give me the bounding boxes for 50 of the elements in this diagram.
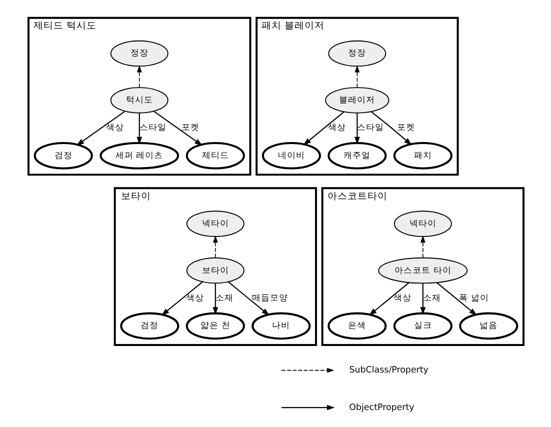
arrow	[212, 235, 218, 258]
node-ellipse: 네이비	[261, 142, 320, 170]
arrow	[420, 283, 426, 315]
node-ellipse: 넥타이	[186, 210, 244, 237]
node-ellipse: 블레이저	[324, 87, 389, 114]
edge-label: 소재	[422, 293, 441, 304]
arrow	[436, 282, 476, 316]
node-ellipse: 세퍼 레이츠	[99, 142, 179, 170]
arrow	[420, 235, 425, 258]
node-ellipse: 정장	[110, 40, 168, 67]
node-ellipse: 넥타이	[393, 210, 452, 237]
node-ellipse: 캐주얼	[327, 142, 386, 170]
arrow	[212, 283, 218, 315]
arrow	[354, 113, 360, 145]
edge-label: 색상	[106, 123, 124, 134]
arrow	[136, 113, 142, 145]
node-ellipse: 아스코트 타이	[378, 257, 468, 284]
edge-label: 스타일	[356, 123, 384, 134]
edge-label: 색상	[393, 293, 412, 304]
node-ellipse: 검정	[33, 142, 92, 170]
node-ellipse: 은색	[327, 312, 386, 340]
edge-label: 소재	[215, 293, 234, 304]
arrow	[76, 110, 125, 146]
arrow	[370, 111, 412, 146]
edge-label: 포켓	[180, 123, 199, 134]
edge-label: 포켓	[396, 123, 414, 134]
node-ellipse: 검정	[120, 312, 179, 340]
arrow	[368, 282, 409, 316]
edge-label: 스타일	[138, 123, 166, 134]
arrow	[228, 282, 269, 316]
node-ellipse: 패치	[392, 142, 452, 170]
arrow	[302, 112, 344, 146]
node-ellipse: 얇은 천	[185, 312, 244, 340]
node-ellipse: 실크	[392, 312, 452, 340]
arrow	[160, 282, 202, 316]
legend-label: SubClass/Property	[348, 366, 428, 376]
arrow	[136, 65, 142, 88]
node-ellipse: 나비	[251, 312, 310, 340]
node-ellipse: 제티드	[185, 142, 244, 170]
node-ellipse: 턱시도	[110, 87, 168, 114]
node-ellipse: 넓음	[458, 312, 518, 340]
legend-label: ObjectProperty	[348, 402, 414, 413]
node-ellipse: 정장	[328, 40, 386, 67]
edge-label: 색상	[186, 293, 204, 304]
edge-label: 색상	[327, 123, 346, 134]
edge-label: 매듭모양	[252, 293, 288, 304]
arrow	[153, 110, 202, 146]
node-ellipse: 보타이	[186, 257, 244, 284]
arrow	[354, 65, 360, 88]
edge-label: 폭 넓이	[458, 293, 488, 304]
